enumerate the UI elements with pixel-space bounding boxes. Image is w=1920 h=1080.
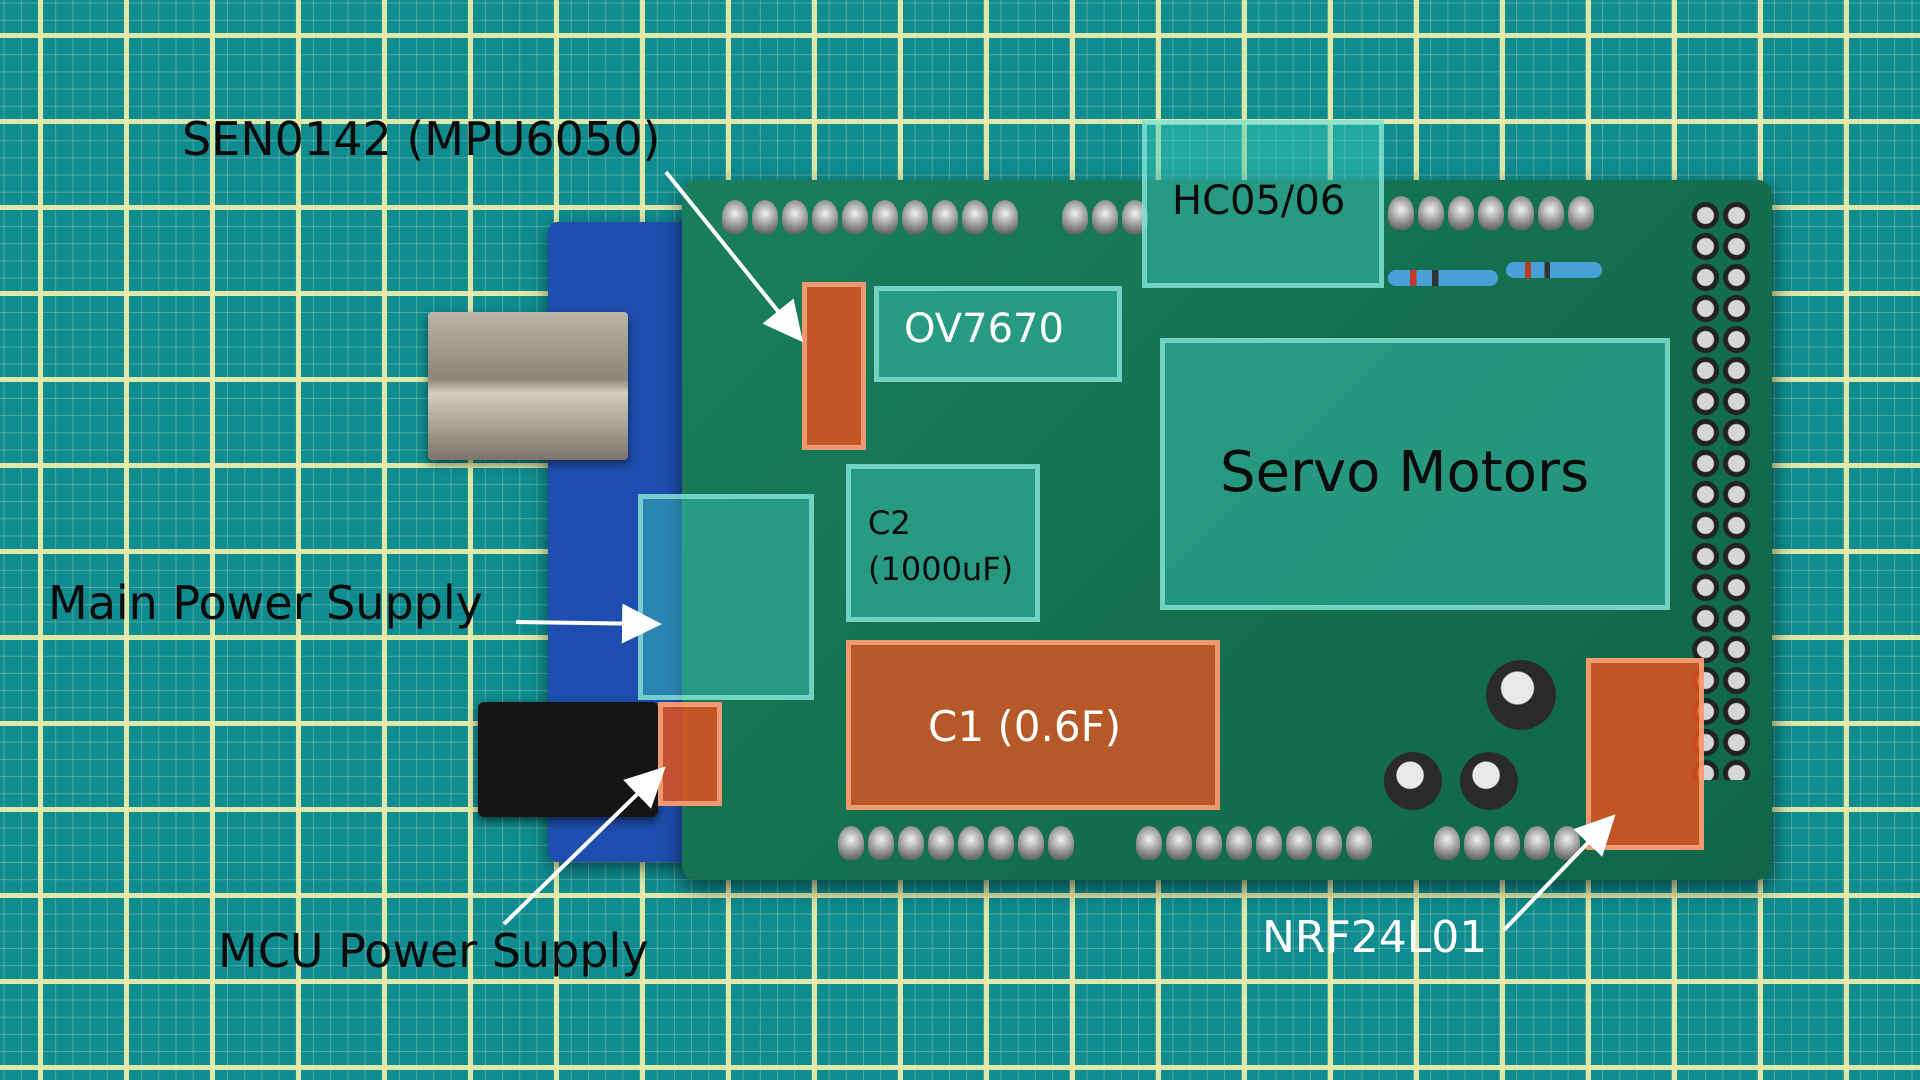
resistor-2 [1506,262,1602,278]
ov7670-label: OV7670 [904,306,1064,352]
hc05-highlight [1142,120,1384,288]
mcu-power-highlight [658,702,722,806]
nrf24l01-callout: NRF24L01 [1262,912,1488,963]
c1-label: C1 (0.6F) [928,702,1122,751]
bottom-pin-row-left [838,826,1074,860]
sen0142-highlight [802,282,866,450]
usb-b-connector [428,312,628,460]
servo-motors-label: Servo Motors [1220,440,1590,505]
hc05-label: HC05/06 [1172,178,1346,224]
nrf24l01-arrow [1502,814,1616,932]
top-pin-row-left [722,200,1018,234]
bottom-pin-row-mid [1136,826,1372,860]
mcu-power-arrow [502,766,666,926]
main-power-callout: Main Power Supply [48,576,483,630]
resistor-1 [1388,270,1498,286]
capacitor-c5 [1384,752,1442,810]
ov7670-highlight [874,286,1122,382]
c2-highlight [846,464,1040,622]
c2-label: C2 (1000uF) [868,500,1013,592]
sen0142-arrow [664,170,804,343]
mcu-power-callout: MCU Power Supply [218,924,649,978]
servo-motors-highlight [1160,338,1670,610]
top-pin-row-right [1388,196,1594,230]
c2-label-value: (1000uF) [868,550,1014,588]
capacitor-c3 [1486,660,1556,730]
capacitor-c4 [1460,752,1518,810]
c2-label-name: C2 [868,504,911,542]
main-power-terminal-highlight [638,494,814,700]
c1-highlight [846,640,1220,810]
main-power-arrow [515,603,662,644]
sen0142-callout: SEN0142 (MPU6050) [182,112,661,166]
